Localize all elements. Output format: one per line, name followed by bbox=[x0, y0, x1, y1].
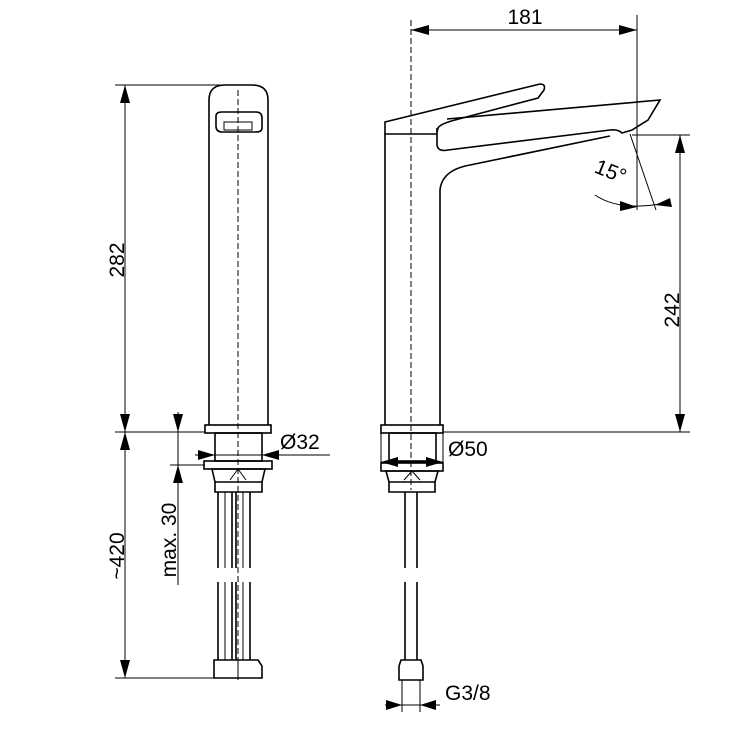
side-spout bbox=[436, 99, 662, 152]
front-nut-facets bbox=[229, 468, 247, 481]
dim-label-420: ~420 bbox=[106, 532, 129, 579]
dim-label-242: 242 bbox=[661, 292, 684, 327]
front-hoses bbox=[213, 492, 263, 679]
dim-label-181: 181 bbox=[507, 6, 542, 29]
dimension-242: 242 bbox=[443, 134, 690, 433]
side-neck bbox=[388, 432, 437, 462]
side-body bbox=[384, 134, 611, 425]
dim-label-max-30: max. 30 bbox=[158, 503, 181, 578]
dimension-d50: Ø50 bbox=[380, 433, 488, 470]
front-body bbox=[208, 84, 269, 425]
dimension-g38: G3/8 bbox=[385, 680, 491, 712]
front-view bbox=[203, 84, 273, 680]
dimension-15-deg: 15° bbox=[591, 133, 672, 211]
dim-label-d50: Ø50 bbox=[448, 438, 488, 461]
dim-label-d32: Ø32 bbox=[280, 431, 320, 454]
side-lever bbox=[384, 83, 546, 135]
dimension-181: 181 bbox=[411, 6, 638, 210]
side-nut bbox=[384, 470, 440, 493]
dimension-max-30: max. 30 bbox=[158, 412, 205, 585]
side-hose bbox=[404, 492, 418, 660]
dimension-282: 282 ~420 bbox=[106, 84, 225, 679]
dim-label-15-deg: 15° bbox=[591, 155, 629, 188]
dim-label-g38: G3/8 bbox=[445, 682, 491, 705]
side-flange bbox=[380, 424, 444, 434]
front-nut bbox=[210, 468, 267, 493]
front-aerator bbox=[215, 111, 263, 133]
side-hose-nut bbox=[398, 659, 424, 681]
side-nut-facets bbox=[403, 470, 421, 481]
dimension-d32: Ø32 bbox=[195, 431, 330, 460]
side-view bbox=[380, 20, 662, 681]
dim-label-282: 282 bbox=[106, 242, 129, 277]
